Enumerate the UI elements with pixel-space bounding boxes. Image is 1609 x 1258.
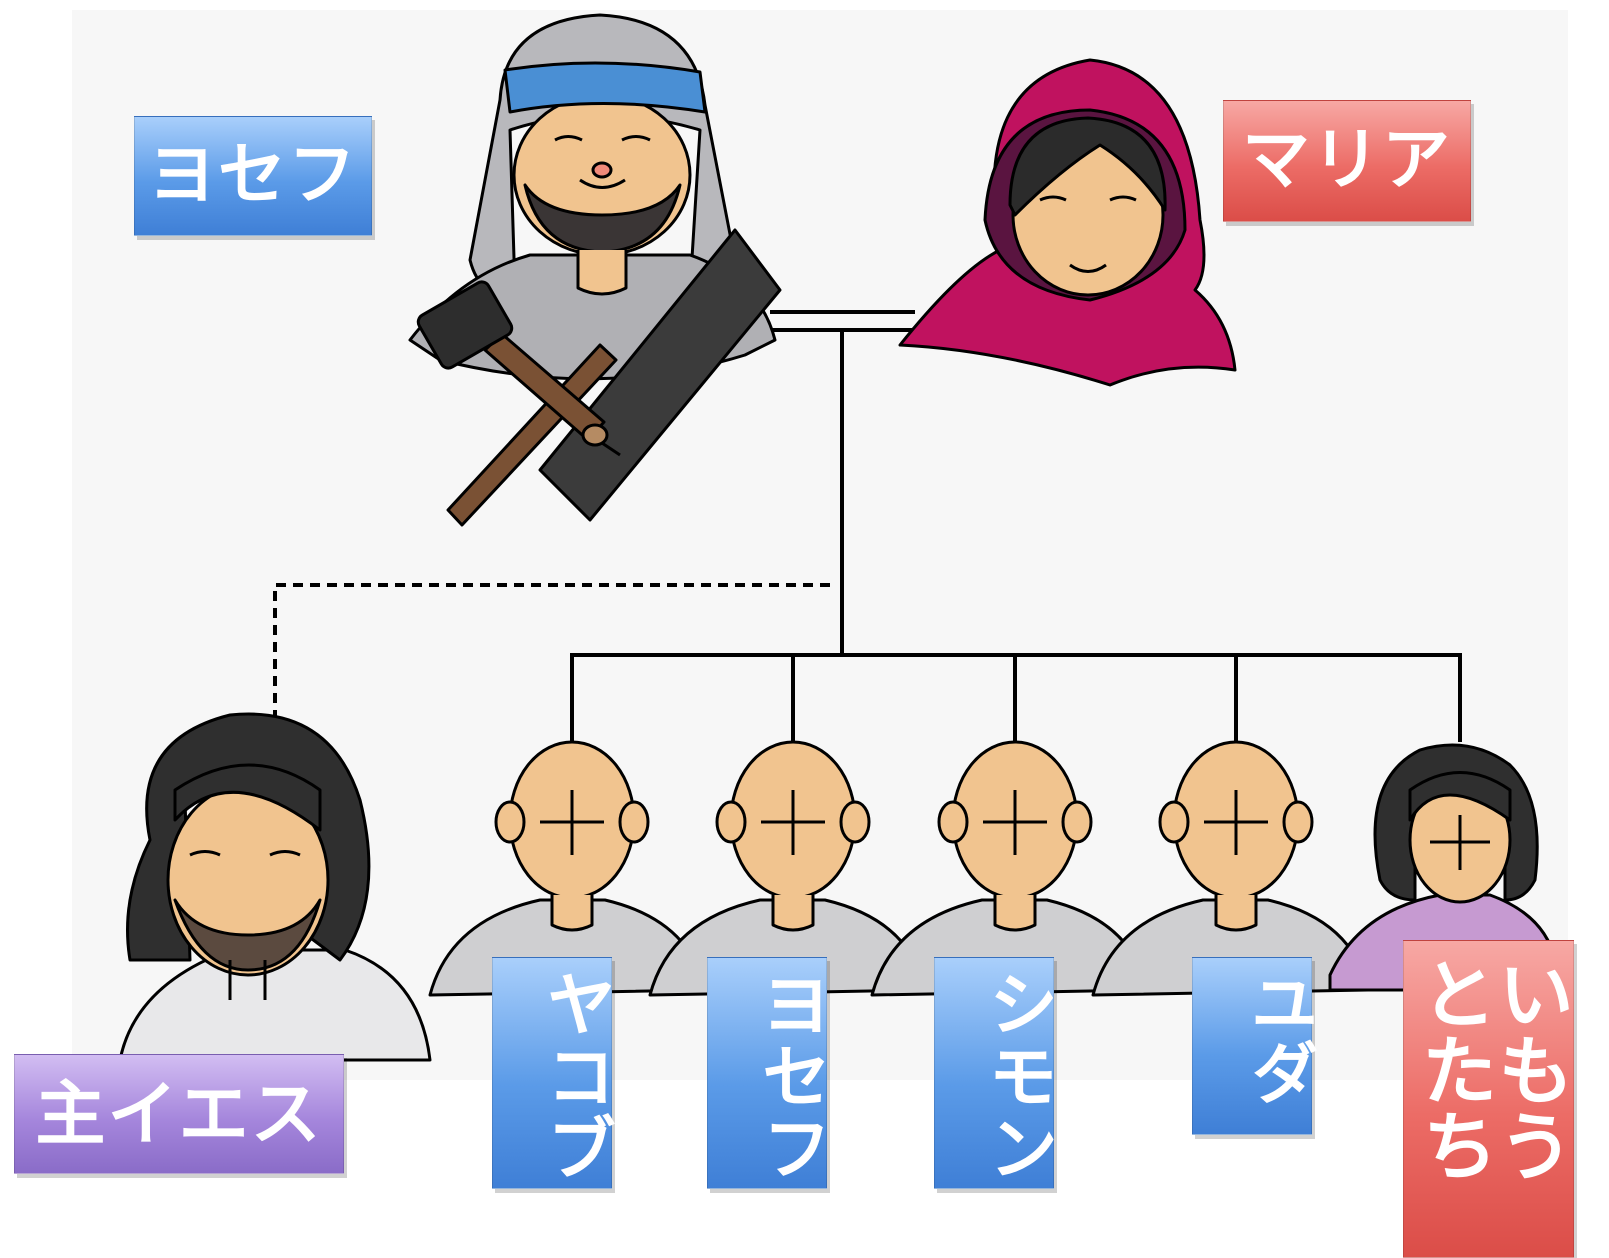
jesus-figure [118, 712, 432, 1062]
label-jesus: 主イエス [14, 1054, 344, 1174]
child-drop-lines [570, 655, 1462, 742]
label-simon: シモン [934, 957, 1059, 1189]
label-judas: ユダ [1192, 957, 1317, 1135]
label-joseph-son: ヨセフ [707, 957, 832, 1189]
marriage-line [770, 310, 915, 332]
label-mary: マリア [1223, 100, 1471, 222]
label-james: ヤコブ [492, 957, 617, 1189]
adoptive-dashed-line [273, 583, 830, 735]
label-joseph-father: ヨセフ [134, 116, 372, 236]
mary-figure [898, 58, 1237, 387]
label-sisters: いもうとたち [1403, 940, 1574, 1258]
joseph-figure [408, 13, 782, 527]
